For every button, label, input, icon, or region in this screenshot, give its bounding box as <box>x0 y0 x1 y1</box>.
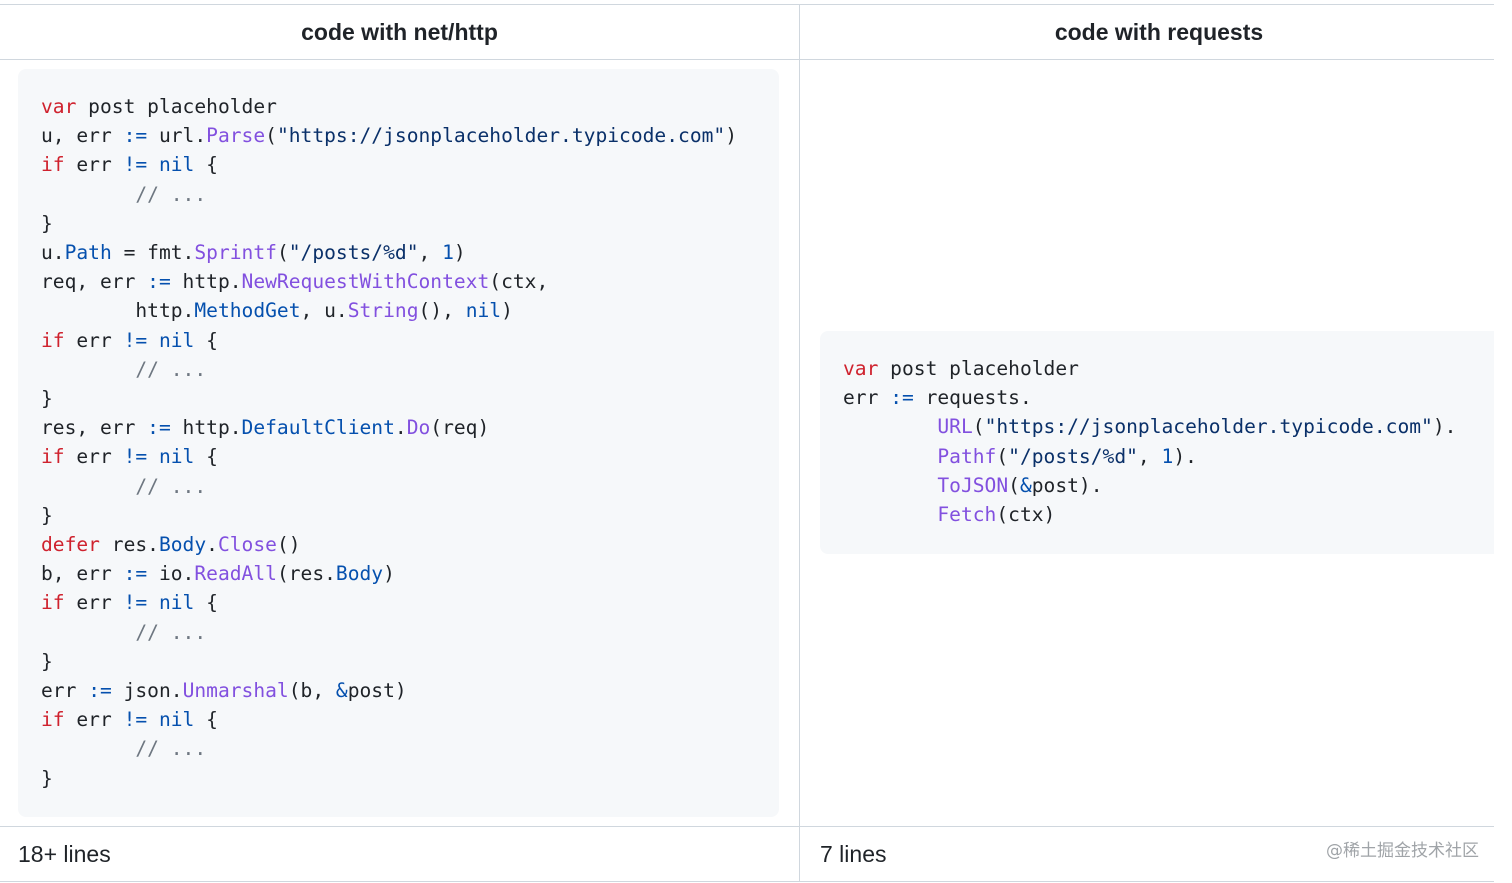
code-block-requests: var post placeholder err := requests. UR… <box>820 331 1494 554</box>
footer-net-http-line-count: 18+ lines <box>18 840 111 867</box>
code-net-http: var post placeholder u, err := url.Parse… <box>41 95 737 790</box>
comparison-table: code with net/http code with requests va… <box>0 4 1494 882</box>
footer-requests-line-count: 7 lines <box>820 840 887 867</box>
code-requests: var post placeholder err := requests. UR… <box>843 357 1457 527</box>
footer-divider <box>0 826 1494 827</box>
header-net-http: code with net/http <box>301 18 498 45</box>
header-requests: code with requests <box>1054 18 1264 45</box>
header-divider <box>0 59 1494 60</box>
watermark: @稀土掘金技术社区 <box>1326 841 1479 861</box>
column-divider <box>799 5 800 881</box>
code-block-net-http: var post placeholder u, err := url.Parse… <box>18 69 779 817</box>
